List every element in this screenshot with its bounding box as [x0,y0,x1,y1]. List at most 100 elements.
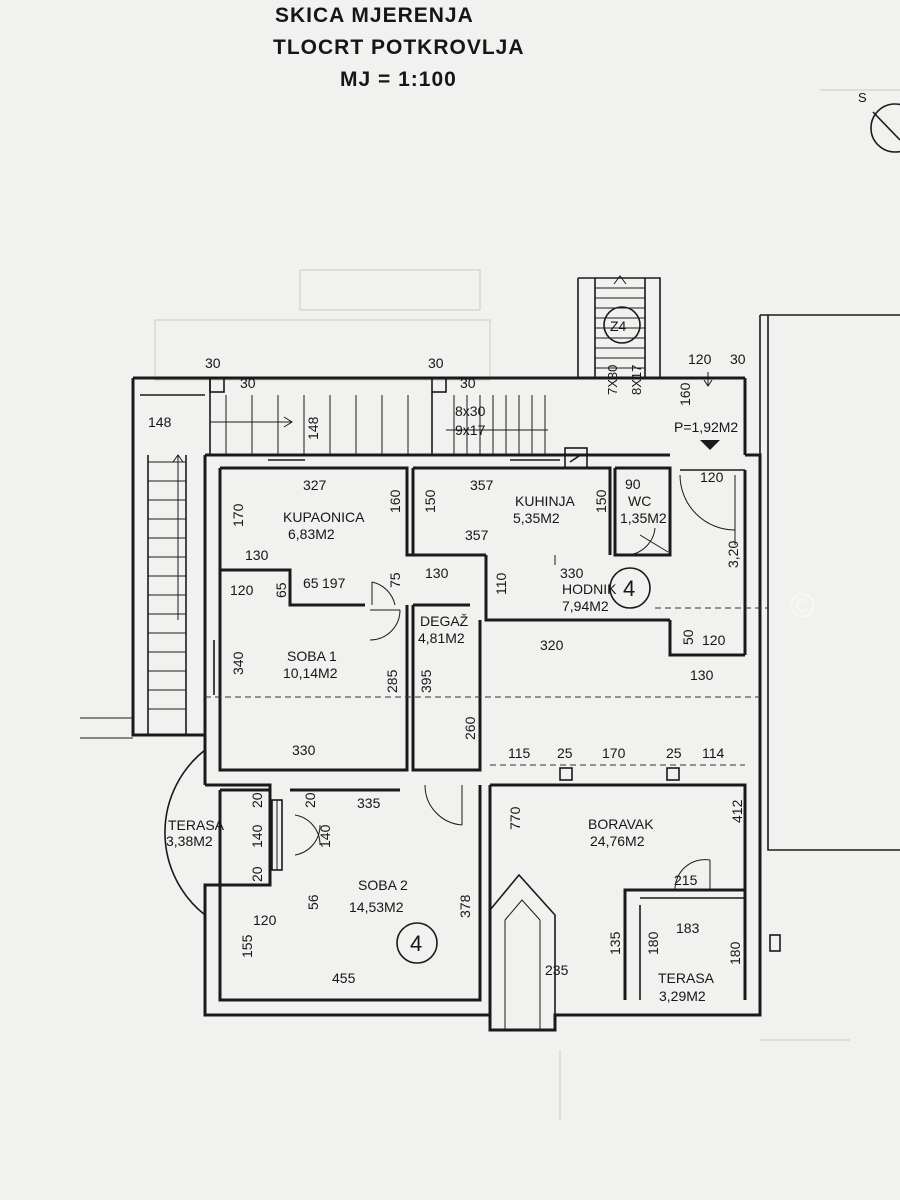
dim: 150 [422,489,438,513]
unit-marker-hodnik [609,567,651,609]
dim: 65 [273,582,289,598]
unit-marker-hodnik-text: 4 [623,576,635,601]
stair-z4: Z4 [577,275,661,378]
dim: 148 [305,416,321,440]
interior-walls [213,447,747,1015]
dim: 20 [302,792,318,808]
dim: 25 [666,745,682,761]
title-line-2: TLOCRT POTKROVLJA [273,36,525,59]
room-kuhinja-area: 5,35M2 [513,510,560,526]
landing-area: P=1,92M2 [674,419,738,435]
dim: 412 [729,799,745,823]
compass-label: S [858,90,867,105]
dim: 30 [460,375,476,391]
room-soba1-name: SOBA 1 [287,648,337,664]
dim: 357 [470,477,494,493]
dim: 148 [148,414,172,430]
dim: 235 [545,962,569,978]
dim: 320 [540,637,564,653]
dim: 170 [602,745,626,761]
dim: 180 [727,941,743,965]
ghost-lines [154,89,900,1120]
room-boravak-name: BORAVAK [588,816,654,832]
stair-top [209,377,548,455]
room-kupaonica-name: KUPAONICA [283,509,365,525]
dim: 260 [462,716,478,740]
dim: 130 [425,565,449,581]
north-arrow-icon: S [858,90,900,153]
room-soba2-name: SOBA 2 [358,877,408,893]
dim: 160 [677,382,693,406]
dim: 455 [332,970,356,986]
dim: 110 [493,572,509,595]
dim: 327 [303,477,327,493]
unit-markers: 4 4 [396,567,651,964]
dim: 330 [292,742,316,758]
dim: 770 [507,806,523,830]
dim: 115 [508,745,531,761]
dim: 395 [418,669,434,693]
room-kuhinja-name: KUHINJA [515,493,576,509]
dim: 120 [700,469,724,485]
dim: 30 [428,355,444,371]
dimension-labels: 30 30 30 30 148 148 8x30 9x17 7X30 8X17 … [148,351,746,986]
title-scale: MJ = 1:100 [340,68,457,91]
room-terasa-west-name: TERASA [168,817,225,833]
dim: 20 [249,792,265,808]
room-soba1-area: 10,14M2 [283,665,338,681]
dim: 335 [357,795,381,811]
room-kupaonica-area: 6,83M2 [288,526,335,542]
dim: 150 [593,489,609,513]
outer-walls [131,376,762,1032]
dim: 285 [384,669,400,693]
room-terasa-south-name: TERASA [658,970,715,986]
dim: 215 [674,872,698,888]
door-swings [271,474,736,891]
dim: 120 [253,912,277,928]
room-wc-name: WC [628,493,651,509]
section-lines [205,607,768,766]
room-labels: KUPAONICA 6,83M2 KUHINJA 5,35M2 WC 1,35M… [166,419,738,1004]
stair-z4-label: Z4 [610,318,627,334]
adjacent-structure [759,314,900,1010]
dim: 197 [322,575,346,591]
skylight [489,873,556,1030]
dim: 90 [625,476,641,492]
dim: 183 [676,920,700,936]
room-terasa-west-area: 3,38M2 [166,833,213,849]
dim: 130 [690,667,714,683]
dim: 155 [239,934,255,958]
dim: 65 [303,575,319,591]
dim: 130 [245,547,269,563]
terrace-west [164,749,206,916]
dim: 30 [240,375,256,391]
dim: 56 [305,894,321,910]
dim: 9x17 [455,422,486,438]
dim: 180 [645,931,661,955]
landing-arrow-icon [700,372,720,450]
dim: 8x30 [455,403,486,419]
room-degaz-area: 4,81M2 [418,630,465,646]
dim: 30 [205,355,221,371]
room-boravak-area: 24,76M2 [590,833,645,849]
room-terasa-south-area: 3,29M2 [659,988,706,1004]
dim: 50 [680,629,696,645]
dim: 120 [230,582,254,598]
dim: 340 [230,651,246,675]
dim: 75 [387,572,403,588]
dim: 25 [557,745,573,761]
dim: 8X17 [629,365,644,395]
dim: 170 [230,503,246,527]
room-soba2-area: 14,53M2 [349,899,404,915]
drawing-title: SKICA MJERENJA TLOCRT POTKROVLJA MJ = 1:… [273,4,525,91]
dim: 20 [249,866,265,882]
dim: 378 [457,894,473,918]
stair-left [80,394,205,739]
room-hodnik-area: 7,94M2 [562,598,609,614]
dim: 135 [607,931,623,955]
unit-marker-soba2-text: 4 [410,931,422,956]
room-degaz-name: DEGAŽ [420,613,469,629]
room-hodnik-name: HODNIK [562,581,617,597]
